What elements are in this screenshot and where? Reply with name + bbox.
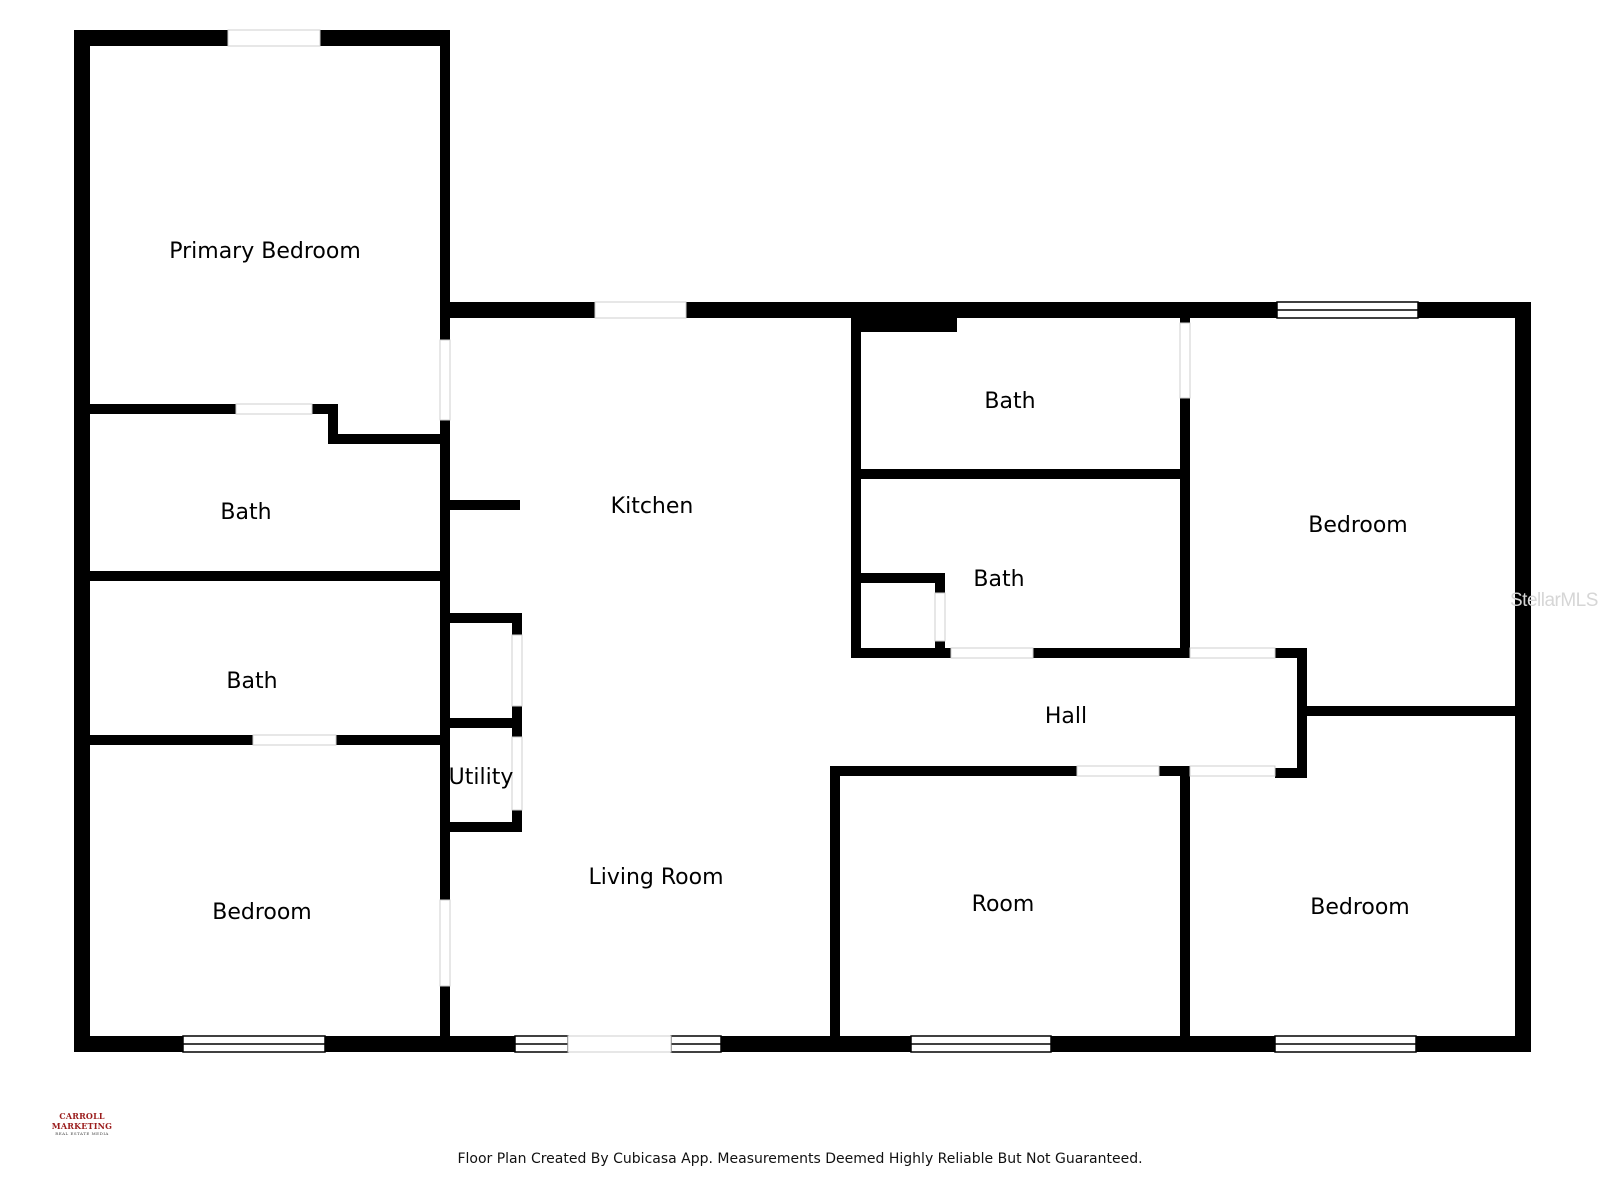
footer-disclaimer: Floor Plan Created By Cubicasa App. Meas…: [457, 1151, 1143, 1167]
wall: [851, 318, 957, 332]
wall: [74, 1036, 183, 1052]
wall: [1275, 768, 1307, 778]
door: [950, 647, 1034, 659]
wall: [312, 404, 338, 414]
wall: [1051, 1036, 1275, 1052]
wall: [1180, 318, 1190, 323]
wall: [1033, 648, 1190, 658]
wall: [830, 766, 1077, 776]
label-living-room: Living Room: [588, 865, 723, 890]
label-utility: Utility: [449, 765, 514, 790]
wall: [440, 986, 450, 1048]
wall: [1275, 648, 1307, 658]
wall: [512, 613, 522, 635]
label-bath-center-bottom: Bath: [973, 567, 1024, 592]
wall: [90, 571, 442, 581]
window: [1274, 1035, 1417, 1053]
wall: [328, 404, 338, 444]
wall: [320, 30, 450, 46]
door: [1189, 765, 1276, 777]
wall: [686, 302, 1277, 318]
window: [670, 1035, 722, 1053]
door: [227, 29, 321, 47]
wall: [1416, 1036, 1531, 1052]
wall: [450, 500, 520, 510]
wall: [90, 404, 236, 414]
door: [567, 1035, 672, 1053]
wall: [935, 573, 945, 593]
wall: [1515, 302, 1531, 1052]
door: [1076, 765, 1160, 777]
door: [252, 734, 337, 746]
wall: [861, 469, 1185, 479]
door: [1189, 647, 1276, 659]
label-primary-bedroom: Primary Bedroom: [169, 239, 361, 264]
window: [514, 1035, 569, 1053]
wall: [1307, 706, 1515, 716]
door: [511, 634, 523, 707]
wall: [74, 30, 90, 1052]
wall: [336, 735, 442, 745]
window: [1276, 301, 1419, 319]
label-hall: Hall: [1045, 704, 1087, 729]
wall: [851, 318, 861, 658]
wall: [440, 420, 450, 900]
wall: [440, 302, 595, 318]
label-room: Room: [972, 892, 1035, 917]
stellarmls-watermark: StellarMLS: [1510, 590, 1598, 611]
wall: [440, 30, 450, 340]
door: [439, 339, 451, 421]
window: [182, 1035, 326, 1053]
wall: [325, 1036, 515, 1052]
label-bedroom-left: Bedroom: [212, 900, 312, 925]
company-name: CARROLL MARKETING: [51, 1111, 113, 1131]
label-bedroom-right-top: Bedroom: [1308, 513, 1408, 538]
wall: [851, 648, 951, 658]
wall: [1297, 648, 1307, 778]
label-kitchen: Kitchen: [611, 494, 694, 519]
door: [1179, 322, 1191, 399]
wall: [450, 718, 522, 728]
wall: [90, 735, 253, 745]
company-logo: CARROLL MARKETING REAL ESTATE MEDIA: [37, 1111, 127, 1136]
wall: [74, 30, 228, 46]
door: [439, 899, 451, 987]
walls: [74, 30, 1531, 1052]
wall: [1180, 766, 1190, 1052]
door: [594, 301, 687, 319]
wall: [1159, 766, 1190, 776]
door: [235, 403, 313, 415]
door: [511, 736, 523, 811]
wall: [1418, 302, 1530, 318]
wall: [1180, 398, 1190, 658]
label-bath-center-top: Bath: [984, 389, 1035, 414]
company-tagline: REAL ESTATE MEDIA: [55, 1131, 109, 1136]
wall: [450, 613, 522, 623]
wall: [512, 810, 522, 832]
doors: [227, 29, 1276, 1053]
room-labels: Primary Bedroom Bath Bath Bedroom Kitche…: [169, 239, 1410, 925]
wall: [328, 434, 442, 444]
window: [910, 1035, 1052, 1053]
wall: [721, 1036, 911, 1052]
wall: [450, 822, 522, 832]
wall: [830, 766, 840, 1052]
label-bedroom-right-bottom: Bedroom: [1310, 895, 1410, 920]
door: [934, 592, 946, 642]
label-bath-left-top: Bath: [220, 500, 271, 525]
windows: [182, 301, 1419, 1053]
wall: [861, 573, 945, 583]
label-bath-left-bottom: Bath: [226, 669, 277, 694]
